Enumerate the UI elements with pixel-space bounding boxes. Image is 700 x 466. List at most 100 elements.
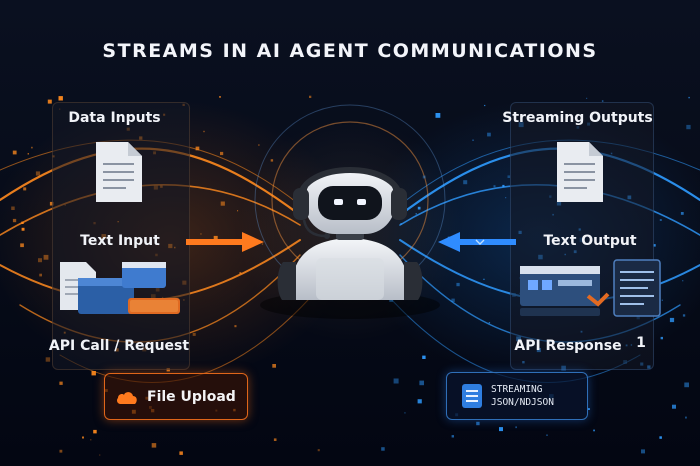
label-api-call: API Call / Request (48, 338, 190, 354)
streaming-json-chip: STREAMING JSON/NDJSON (446, 372, 588, 420)
list-icon (462, 384, 482, 408)
arrow-right-icon (186, 232, 264, 252)
data-particle (12, 150, 17, 155)
data-particle (393, 378, 399, 384)
data-particle (641, 449, 645, 454)
data-particle (272, 364, 276, 368)
data-particle (261, 243, 264, 245)
data-particle (672, 404, 676, 409)
data-particle (90, 439, 92, 441)
data-particle (502, 184, 505, 188)
data-particle (653, 244, 656, 247)
data-particle (93, 429, 97, 434)
data-particle (49, 201, 54, 206)
windows-icon (60, 262, 180, 314)
data-particle (660, 336, 663, 340)
data-particle (601, 100, 604, 102)
data-particle (659, 436, 662, 439)
windows-icon (520, 259, 661, 317)
data-particle (682, 314, 686, 317)
data-particle (179, 451, 183, 455)
data-particle (488, 322, 491, 324)
data-particle (21, 221, 24, 224)
file-upload-chip: File Upload (104, 373, 248, 420)
data-particle (487, 132, 491, 137)
data-particle (680, 212, 684, 215)
data-particle (91, 371, 96, 376)
data-particle (546, 434, 548, 436)
data-particle (192, 332, 196, 336)
data-particle (463, 180, 468, 185)
document-icon (557, 142, 603, 202)
data-particle (38, 258, 42, 263)
label-data-inputs: Data Inputs (68, 110, 161, 126)
data-particle (451, 298, 455, 302)
file-upload-label: File Upload (147, 388, 236, 405)
data-particle (422, 175, 426, 179)
data-particle (685, 416, 687, 419)
data-particle (27, 153, 29, 155)
data-particle (273, 438, 277, 441)
data-particle (20, 243, 24, 248)
data-particle (515, 426, 517, 429)
data-particle (31, 146, 33, 149)
streaming-label: STREAMING (491, 384, 543, 395)
document-icon (96, 142, 142, 202)
data-particle (507, 175, 511, 178)
data-particle (213, 235, 218, 240)
data-particle (404, 412, 406, 414)
data-particle (43, 254, 49, 260)
data-particle (484, 104, 486, 107)
data-particle (219, 96, 221, 98)
data-particle (239, 272, 242, 275)
data-particle (220, 151, 224, 156)
data-particle (456, 282, 460, 287)
data-particle (586, 97, 588, 99)
data-particle (661, 299, 663, 301)
data-particle (21, 227, 25, 231)
label-text-output: Text Output (543, 233, 637, 249)
data-particle (99, 454, 101, 456)
data-particle (415, 213, 417, 215)
data-particle (472, 139, 474, 141)
data-particle (58, 96, 63, 101)
data-particle (682, 280, 684, 282)
data-particle (82, 436, 84, 439)
data-particle (435, 113, 441, 118)
data-particle (400, 223, 403, 225)
robot-icon (260, 167, 440, 319)
data-particle (35, 171, 41, 176)
data-particle (317, 449, 320, 452)
data-particle (669, 317, 675, 323)
data-particle (270, 159, 274, 162)
data-particle (686, 124, 691, 130)
data-particle (483, 278, 485, 280)
data-particle (593, 429, 595, 432)
api-response-marker: 1 (636, 335, 646, 351)
diagram-title: STREAMS IN AI AGENT COMMUNICATIONS (102, 40, 598, 62)
data-particle (451, 435, 454, 438)
data-particle (505, 197, 507, 199)
data-particle (419, 380, 424, 386)
data-particle (23, 187, 27, 191)
data-particle (258, 144, 260, 146)
data-particle (381, 447, 385, 451)
data-particle (588, 408, 590, 410)
data-particle (417, 399, 422, 404)
data-particle (688, 96, 690, 99)
data-particle (59, 449, 63, 453)
data-particle (237, 210, 239, 212)
data-particle (659, 219, 662, 221)
cloud-icon (117, 391, 137, 404)
data-particle (195, 146, 200, 151)
data-particle (59, 381, 63, 385)
json-ndjson-label: JSON/NDJSON (491, 397, 554, 408)
data-particle (39, 273, 42, 277)
data-particle (151, 443, 157, 448)
data-particle (11, 206, 15, 210)
data-particle (47, 99, 52, 104)
data-particle (499, 427, 503, 432)
data-particle (234, 325, 237, 328)
data-particle (220, 201, 225, 206)
